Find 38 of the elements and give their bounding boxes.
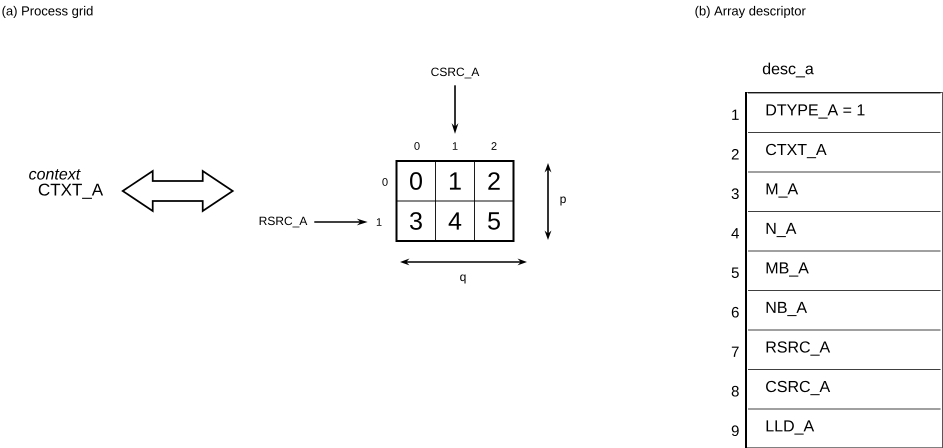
dimension-label: p [560,196,566,206]
table-heading: desc_a [762,62,814,78]
grid-cell: 5 [474,200,514,242]
table-row: M_A [748,172,941,198]
grid-cell: 1 [435,160,475,202]
row-number: 3 [732,188,739,200]
source-label: CSRC_A [431,68,480,78]
row-number: 2 [732,149,739,160]
row-number: 1 [732,110,739,120]
column-index: 0 [414,142,420,150]
row-index: 0 [382,178,388,186]
table-row: RSRC_A [748,330,941,356]
row-number: 5 [732,268,739,278]
panel-caption: (a) Process grid [2,6,92,18]
grid-cell: 0 [396,160,436,202]
row-number: 9 [732,425,739,436]
dimension-label: q [460,274,466,284]
table-row: LLD_A [748,408,941,435]
grid-cell: 3 [396,200,436,242]
table-row: DTYPE_A = 1 [748,92,941,119]
grid-cell: 4 [435,200,475,242]
table-row: CTXT_A [748,132,941,158]
column-index: 1 [452,142,458,150]
row-number: 6 [732,306,739,318]
row-number: 7 [732,346,739,357]
source-label: RSRC_A [260,216,308,228]
row-number: 4 [731,228,739,238]
column-index: 2 [492,142,496,150]
row-number: 8 [732,386,739,397]
context-label: context CTXT_A [29,169,104,199]
table-row: N_A [748,211,941,238]
table-row: NB_A [748,290,941,316]
row-index: 1 [376,218,382,226]
grid-cell: 2 [474,160,514,202]
table-row: MB_A [748,250,941,277]
panel-caption: (b) Array descriptor [695,6,806,18]
table-row: CSRC_A [748,369,941,396]
process-grid [396,160,514,242]
